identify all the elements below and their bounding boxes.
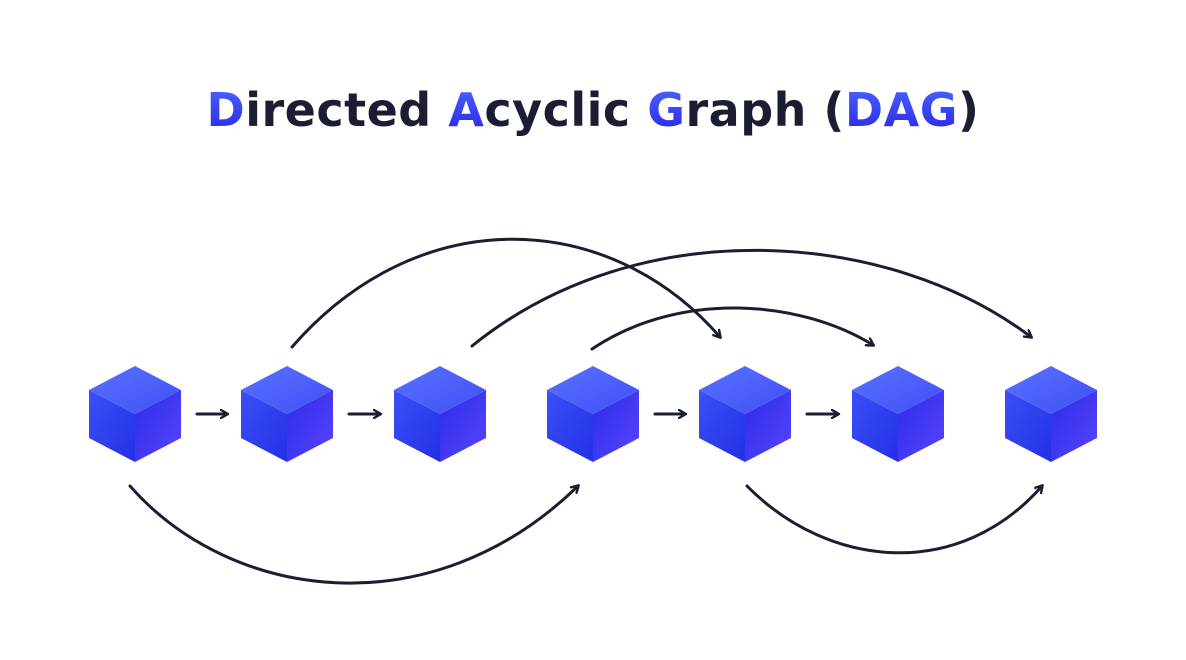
cube-node-n7 bbox=[1005, 366, 1097, 462]
cube-node-n1 bbox=[89, 366, 181, 462]
edge-curve-n4-n6 bbox=[590, 306, 873, 351]
cube-top-face bbox=[241, 366, 333, 414]
cube-top-face bbox=[89, 366, 181, 414]
cube-node-n4 bbox=[547, 366, 639, 462]
diagram-title: Directed Acyclic Graph (DAG) bbox=[0, 80, 1186, 140]
title-text: raph ( bbox=[685, 83, 845, 137]
edge-curve-n5-n7 bbox=[745, 486, 1042, 555]
cube-top-face bbox=[852, 366, 944, 414]
cube-node-n2 bbox=[241, 366, 333, 462]
edge-curve-n2-n5 bbox=[290, 237, 720, 349]
nodes-layer bbox=[89, 366, 1097, 462]
cube-node-n3 bbox=[394, 366, 486, 462]
cube-top-face bbox=[547, 366, 639, 414]
cube-top-face bbox=[699, 366, 791, 414]
cube-top-face bbox=[394, 366, 486, 414]
title-text: irected bbox=[245, 83, 449, 137]
title-accent-letter: G bbox=[647, 83, 686, 137]
cube-node-n6 bbox=[852, 366, 944, 462]
edge-curve-n3-n7 bbox=[470, 248, 1031, 348]
title-text: cyclic bbox=[484, 83, 648, 137]
title-accent-letter: D bbox=[206, 83, 246, 137]
title-text: ) bbox=[957, 83, 980, 137]
edges-layer bbox=[128, 237, 1042, 585]
edge-curve-n1-n4 bbox=[128, 486, 578, 585]
cube-top-face bbox=[1005, 366, 1097, 414]
title-accent-letter: A bbox=[448, 83, 485, 137]
title-accent-letter: DAG bbox=[844, 83, 958, 137]
cube-node-n5 bbox=[699, 366, 791, 462]
